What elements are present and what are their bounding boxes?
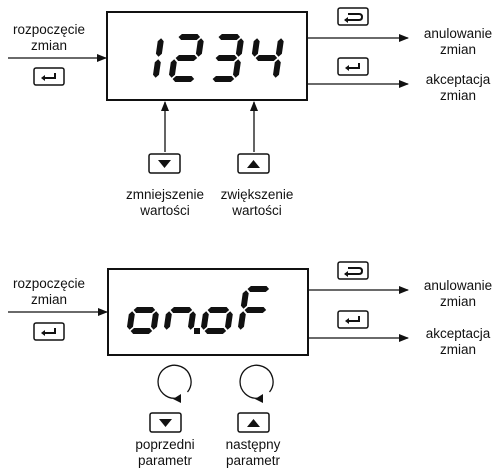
seven-segment-display (153, 34, 284, 82)
segment-g (244, 307, 267, 313)
escape-return-icon[interactable] (337, 7, 369, 26)
up-arrow-key-icon[interactable] (237, 412, 270, 433)
segment-c (225, 311, 233, 330)
segment-a (218, 34, 241, 40)
display-digit (153, 38, 164, 78)
display-frame (106, 11, 308, 101)
enter-key-icon[interactable] (33, 67, 65, 86)
accept-label: akceptacja zmian (425, 72, 491, 103)
cancel-label: anulowanie zmian (423, 278, 493, 309)
display-digit (169, 34, 204, 82)
segment-b (275, 38, 284, 57)
segment-d (204, 328, 227, 334)
segment-d (172, 76, 195, 82)
enter-key-icon[interactable] (33, 322, 65, 341)
segment-d (212, 76, 235, 82)
display-frame (107, 268, 309, 356)
segment-g (133, 307, 156, 313)
enter-key-icon[interactable] (337, 57, 369, 76)
segment-d (130, 328, 153, 334)
segment-g (170, 307, 193, 313)
segment-g (215, 55, 238, 61)
previous-label: poprzedni parametr (135, 437, 195, 468)
accept-label: akceptacja zmian (425, 326, 491, 357)
segment-e (238, 311, 246, 330)
decrease-label: zmniejszenie wartości (125, 187, 205, 218)
down-arrow-key-icon[interactable] (148, 153, 181, 174)
segment-b (195, 38, 204, 57)
segment-g (255, 55, 278, 61)
start-label: rozpoczęcie zmian (12, 22, 86, 53)
bottom-panel (8, 261, 409, 433)
segment-b (155, 38, 164, 57)
segment-a (178, 34, 201, 40)
decimal-point (194, 328, 200, 334)
segment-c (151, 311, 159, 330)
top-panel (8, 7, 409, 174)
cycle-loop-icon (239, 364, 274, 403)
down-arrow-key-icon[interactable] (149, 412, 182, 433)
segment-e (164, 311, 172, 330)
display-digit (251, 38, 284, 78)
display-digit (127, 307, 159, 334)
enter-key-icon[interactable] (337, 310, 369, 329)
segment-f (240, 290, 249, 309)
segment-c (153, 59, 161, 78)
segment-g (175, 55, 198, 61)
cancel-label: anulowanie zmian (423, 26, 493, 57)
up-arrow-key-icon[interactable] (237, 153, 270, 174)
segment-a (247, 286, 270, 292)
next-label: następny parametr (225, 437, 281, 468)
escape-return-icon[interactable] (337, 261, 369, 280)
segment-e (169, 59, 177, 78)
increase-label: zwiększenie wartości (220, 187, 294, 218)
start-label: rozpoczęcie zmian (12, 276, 86, 307)
display-digit (201, 307, 233, 334)
segment-e (201, 311, 209, 330)
segment-c (233, 59, 241, 78)
segment-b (235, 38, 244, 57)
display-digit (164, 307, 196, 330)
segment-c (188, 311, 196, 330)
segment-c (273, 59, 281, 78)
seven-segment-display (127, 286, 270, 334)
segment-g (207, 307, 230, 313)
cycle-loop-icon (157, 364, 192, 403)
segment-f (251, 38, 260, 57)
display-digit (238, 286, 270, 330)
segment-e (127, 311, 135, 330)
display-digit (212, 34, 244, 82)
